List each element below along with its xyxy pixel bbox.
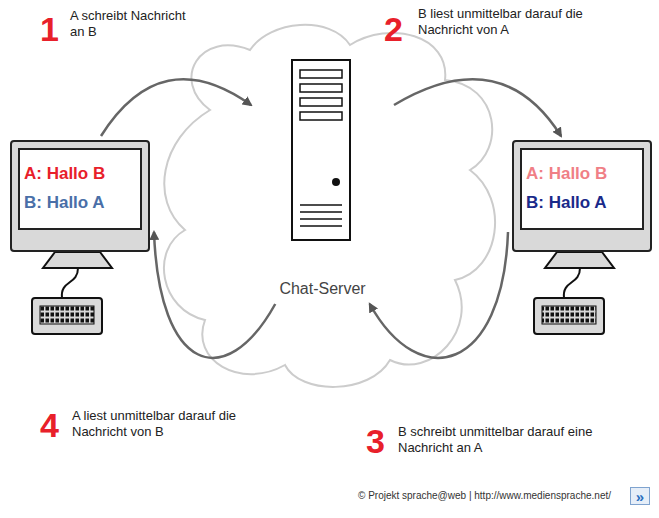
step-description: B schreibt unmittelbar darauf eine Nachr… <box>398 424 603 457</box>
cloud <box>164 25 495 387</box>
step-number: 1 <box>40 12 59 46</box>
computer-monitor: A: Hallo BB: Hallo A <box>512 140 652 252</box>
step-description: A schreibt Nachricht an B <box>70 8 190 41</box>
chat-message: B: Hallo A <box>24 189 105 218</box>
server-label: Chat-Server <box>255 280 390 298</box>
computer-monitor: A: Hallo BB: Hallo A <box>10 140 150 252</box>
screen: A: Hallo BB: Hallo A <box>18 148 142 230</box>
step-description: B liest unmittelbar darauf die Nachricht… <box>418 6 598 39</box>
chat-message: B: Hallo A <box>526 189 607 218</box>
server-tower <box>292 60 350 240</box>
footer-credit: © Projekt sprache@web | http://www.medie… <box>358 490 611 501</box>
step-number: 2 <box>384 12 403 46</box>
message-arrow <box>154 232 275 358</box>
chat-message: A: Hallo B <box>24 160 105 189</box>
step-number: 3 <box>366 424 385 458</box>
right-computer <box>534 239 637 334</box>
message-arrow <box>394 79 561 136</box>
message-arrow <box>370 232 508 358</box>
chat-message: A: Hallo B <box>526 160 607 189</box>
message-arrow <box>101 79 251 136</box>
chat-server: Chat-Server <box>255 50 390 300</box>
step-number: 4 <box>40 408 59 442</box>
step-description: A liest unmittelbar darauf die Nachricht… <box>72 408 252 441</box>
left-computer <box>32 239 135 334</box>
screen: A: Hallo BB: Hallo A <box>520 148 644 230</box>
link-icon: » <box>630 487 650 505</box>
